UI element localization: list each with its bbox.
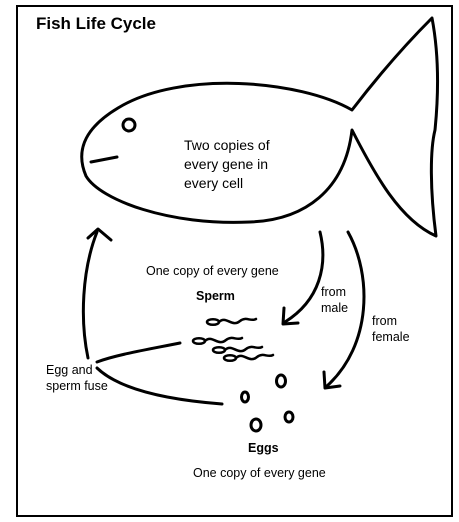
sperm-copy-label: One copy of every gene <box>146 264 279 279</box>
egg-cell <box>277 375 286 387</box>
fish-body-label-line: every cell <box>184 174 270 193</box>
from-male-label: from male <box>321 284 348 316</box>
fish-mouth <box>91 157 117 162</box>
egg-cell <box>285 412 293 422</box>
arrow-eggs-to-fusion <box>97 368 222 404</box>
from-male-label-line: male <box>321 300 348 316</box>
egg-cells <box>242 375 294 431</box>
fuse-label: Egg and sperm fuse <box>46 362 108 394</box>
from-female-label-line: from <box>372 313 410 329</box>
sperm-cell <box>224 355 273 361</box>
from-female-label: from female <box>372 313 410 345</box>
eggs-label: Eggs <box>248 441 279 456</box>
sperm-label: Sperm <box>196 289 235 304</box>
sperm-cell <box>207 319 256 325</box>
fuse-label-line: Egg and <box>46 362 108 378</box>
sperm-cell <box>193 338 242 344</box>
from-male-label-line: from <box>321 284 348 300</box>
egg-cell <box>242 392 249 402</box>
arrow-fusion-to-fish-head <box>88 229 111 240</box>
fuse-label-line: sperm fuse <box>46 378 108 394</box>
fish-body-label: Two copies of every gene in every cell <box>184 136 270 193</box>
from-female-label-line: female <box>372 329 410 345</box>
egg-cell <box>251 419 261 431</box>
diagram-title: Fish Life Cycle <box>36 14 156 34</box>
arrow-from-male <box>285 232 323 322</box>
fish-body-label-line: every gene in <box>184 155 270 174</box>
sperm-cell <box>213 347 262 353</box>
sperm-cells <box>193 319 273 361</box>
fish-body-label-line: Two copies of <box>184 136 270 155</box>
fish-eye <box>123 119 135 131</box>
arrow-fusion-to-fish <box>83 232 97 358</box>
eggs-copy-label: One copy of every gene <box>193 466 326 481</box>
arrow-sperm-to-fusion <box>97 343 180 362</box>
